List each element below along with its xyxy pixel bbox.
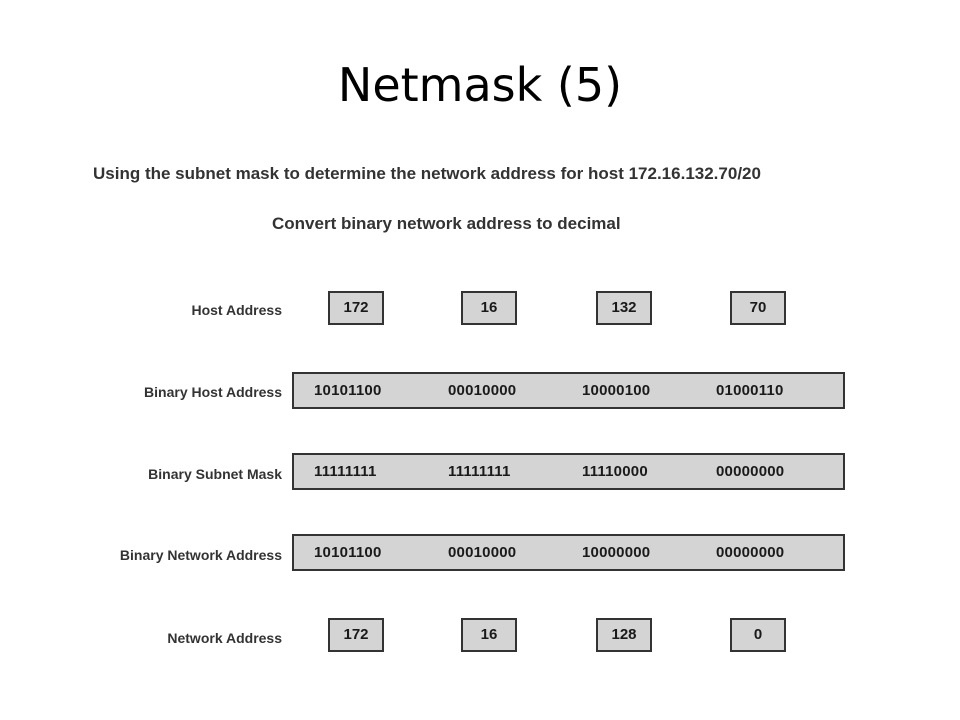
binary-subnet-mask-label: Binary Subnet Mask: [148, 466, 282, 482]
binary-network-address-bar: 10101100 00010000 10000000 00000000: [292, 534, 845, 571]
binary-host-octet-2: 00010000: [448, 382, 517, 399]
network-octet-3: 128: [596, 618, 652, 652]
slide-title: Netmask (5): [337, 58, 623, 112]
host-octet-1: 172: [328, 291, 384, 325]
diagram-subtitle: Using the subnet mask to determine the n…: [93, 164, 761, 183]
host-octet-3: 132: [596, 291, 652, 325]
diagram-caption: Convert binary network address to decima…: [272, 214, 621, 233]
binary-network-octet-1: 10101100: [314, 544, 382, 561]
binary-host-octet-4: 01000110: [716, 382, 784, 399]
network-octet-4: 0: [730, 618, 786, 652]
host-octet-4: 70: [730, 291, 786, 325]
binary-network-octet-4: 00000000: [716, 544, 785, 561]
binary-network-address-label: Binary Network Address: [119, 547, 282, 563]
subnet-mask-octet-2: 11111111: [448, 463, 511, 480]
network-octet-1: 172: [328, 618, 384, 652]
binary-host-address-bar: 10101100 00010000 10000100 01000110: [292, 372, 845, 409]
binary-network-octet-2: 00010000: [448, 544, 517, 561]
network-address-label: Network Address: [167, 630, 282, 646]
binary-host-octet-3: 10000100: [582, 382, 651, 399]
subnet-mask-octet-1: 11111111: [314, 463, 377, 480]
binary-host-address-label: Binary Host Address: [144, 384, 282, 400]
binary-host-octet-1: 10101100: [314, 382, 382, 399]
subnet-mask-octet-4: 00000000: [716, 463, 785, 480]
binary-network-octet-3: 10000000: [582, 544, 651, 561]
network-octet-2: 16: [461, 618, 517, 652]
host-address-label: Host Address: [191, 302, 282, 318]
binary-subnet-mask-bar: 11111111 11111111 11110000 00000000: [292, 453, 845, 490]
host-octet-2: 16: [461, 291, 517, 325]
subnet-mask-octet-3: 11110000: [582, 463, 648, 480]
